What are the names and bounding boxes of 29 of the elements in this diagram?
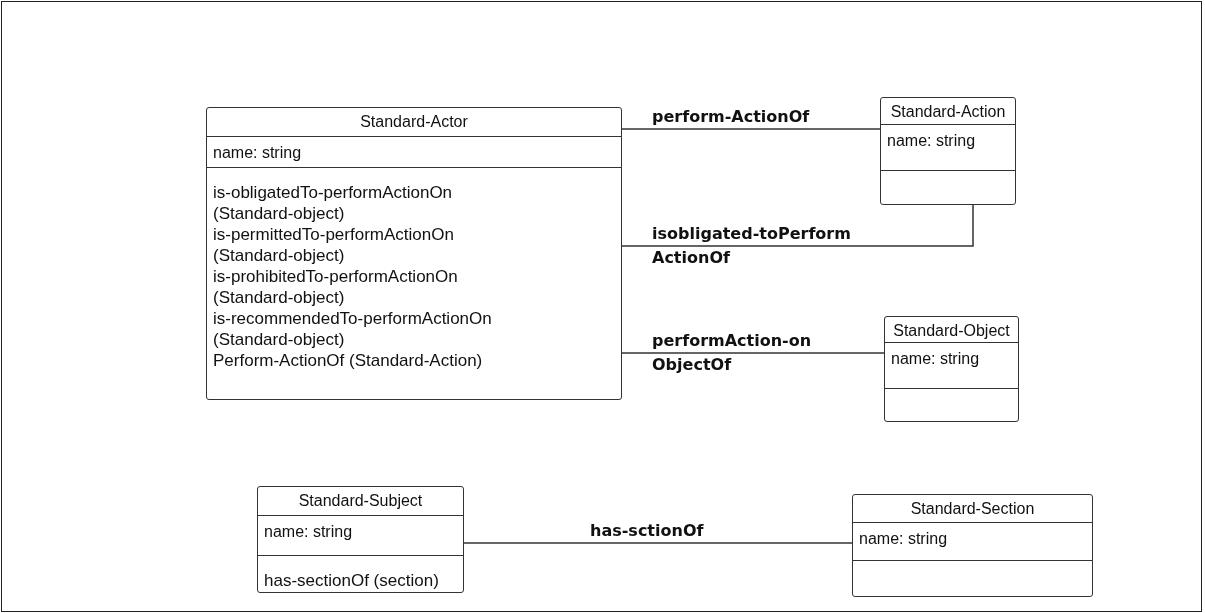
association-line (621, 352, 885, 354)
attribute-text: name: string (212, 143, 303, 162)
class-name: Standard-Action (889, 102, 1007, 121)
association-line (463, 542, 853, 544)
association-line (621, 128, 881, 130)
attribute-text: name: string (263, 522, 354, 541)
attribute-text: name: string (886, 131, 977, 150)
operation-text: is-permittedTo-performActionOn (Standard-object) (213, 224, 455, 266)
class-name: Standard-Section (909, 499, 1036, 518)
edge-label: isobligated-toPerform ActionOf (652, 223, 852, 269)
class-box (852, 494, 1093, 597)
class-box (257, 486, 464, 593)
edge-label: performAction-on ObjectOf (652, 330, 813, 376)
association-line (621, 204, 974, 247)
class-box (880, 97, 1016, 205)
edge-label: perform-ActionOf (652, 106, 811, 128)
operation-text: is-prohibitedTo-performActionOn (Standard-object) (213, 266, 459, 308)
attribute-text: name: string (890, 349, 981, 368)
class-name: Standard-Actor (359, 112, 469, 131)
operation-text: is-recommendedTo-performActionOn (Standard-object) (213, 308, 493, 350)
class-box (206, 107, 622, 400)
operation-text: is-obligatedTo-performActionOn (Standard-object) (213, 182, 454, 224)
edge-label: has-sctionOf (590, 520, 705, 542)
operation-text: Perform-ActionOf (Standard-Action) (213, 350, 484, 371)
class-name: Standard-Object (892, 321, 1011, 340)
class-name: Standard-Subject (297, 491, 424, 510)
operation-text: has-sectionOf (section) (264, 570, 440, 591)
class-box (884, 316, 1019, 422)
attribute-text: name: string (858, 529, 949, 548)
